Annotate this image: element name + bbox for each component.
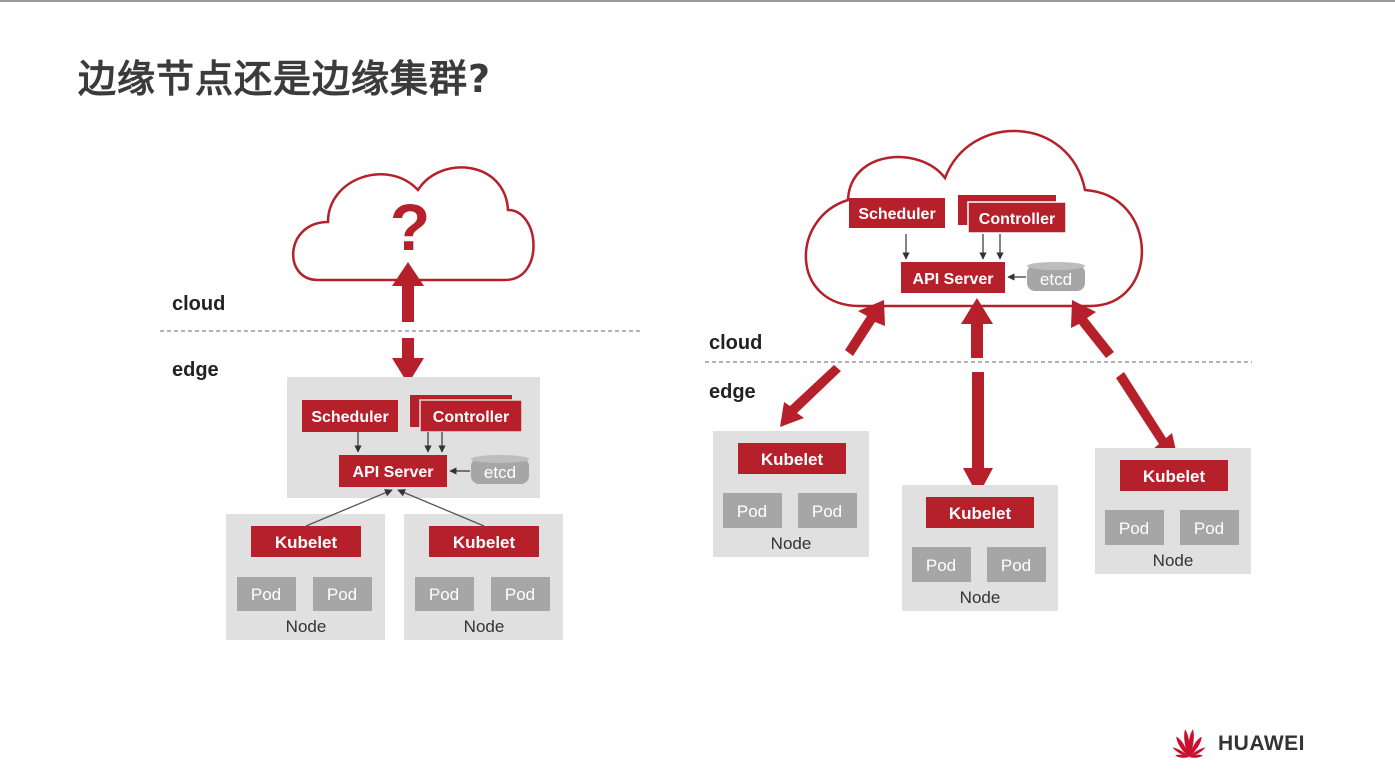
right-arrow-center-up (961, 298, 993, 496)
right-controller-label: Controller (979, 211, 1055, 228)
right-node-2-pod-2: Pod (1001, 556, 1031, 575)
left-etcd-cylinder (471, 455, 529, 484)
right-etcd-label: etcd (1040, 270, 1072, 289)
left-node-1-label: Node (286, 617, 327, 636)
left-node-2-pod-2: Pod (505, 585, 535, 604)
right-api-server-label: API Server (913, 271, 994, 288)
right-node-3-kubelet: Kubelet (1143, 467, 1206, 486)
left-scheduler-box (302, 400, 398, 432)
left-node-1: Kubelet Pod Pod Node (226, 514, 385, 640)
right-diagram: Scheduler Controller API Server etcd clo… (705, 129, 1252, 611)
left-node-2: Kubelet Pod Pod Node (404, 514, 563, 640)
left-node-2-label: Node (464, 617, 505, 636)
huawei-flower-icon (1172, 729, 1206, 758)
right-node-1-pod-2: Pod (812, 502, 842, 521)
huawei-logo: HUAWEI (1168, 726, 1305, 762)
right-node-3: Kubelet Pod Pod Node (1095, 448, 1251, 574)
left-node-1-pod-1: Pod (251, 585, 281, 604)
right-node-1: Kubelet Pod Pod Node (713, 431, 869, 557)
right-edge-label: edge (709, 381, 756, 403)
left-diagram: ? cloud edge Scheduler Controller API Se… (160, 166, 640, 640)
right-arrow-left-up (780, 300, 885, 427)
right-api-server-box (901, 262, 1005, 293)
left-kubelet-2-to-api-arrow (397, 489, 485, 527)
page-title: 边缘节点还是边缘集群? (78, 57, 492, 101)
left-bidirectional-arrow (392, 262, 424, 384)
left-api-server-label: API Server (353, 464, 434, 481)
huawei-logo-text: HUAWEI (1218, 732, 1305, 755)
left-node-1-kubelet: Kubelet (275, 533, 338, 552)
left-cloud-label: cloud (172, 293, 225, 315)
right-node-2-label: Node (960, 588, 1001, 607)
right-arrow-right-up (1071, 300, 1177, 455)
right-node-2-pod-1: Pod (926, 556, 956, 575)
right-etcd-cylinder (1027, 262, 1085, 291)
right-controller-box (967, 201, 1067, 234)
right-node-2: Kubelet Pod Pod Node (902, 485, 1058, 611)
right-node-2-kubelet: Kubelet (949, 504, 1012, 523)
right-node-3-label: Node (1153, 551, 1194, 570)
left-node-2-pod-1: Pod (429, 585, 459, 604)
right-cloud-label: cloud (709, 332, 762, 354)
left-scheduler-label: Scheduler (311, 409, 388, 426)
right-scheduler-label: Scheduler (858, 206, 935, 223)
right-scheduler-box (849, 198, 945, 228)
left-node-2-kubelet: Kubelet (453, 533, 516, 552)
right-node-3-pod-1: Pod (1119, 519, 1149, 538)
left-controller-label: Controller (433, 409, 509, 426)
left-edge-label: edge (172, 359, 219, 381)
right-node-3-pod-2: Pod (1194, 519, 1224, 538)
top-border-line (0, 0, 1395, 2)
right-node-1-pod-1: Pod (737, 502, 767, 521)
left-controller-box (419, 399, 523, 433)
left-api-server-box (339, 455, 447, 487)
left-kubelet-1-to-api-arrow (305, 489, 393, 527)
right-node-1-kubelet: Kubelet (761, 450, 824, 469)
left-cloud-question-mark: ? (390, 190, 430, 264)
left-cloud-shape (292, 166, 535, 282)
left-node-1-pod-2: Pod (327, 585, 357, 604)
left-etcd-label: etcd (484, 463, 516, 482)
right-node-1-label: Node (771, 534, 812, 553)
